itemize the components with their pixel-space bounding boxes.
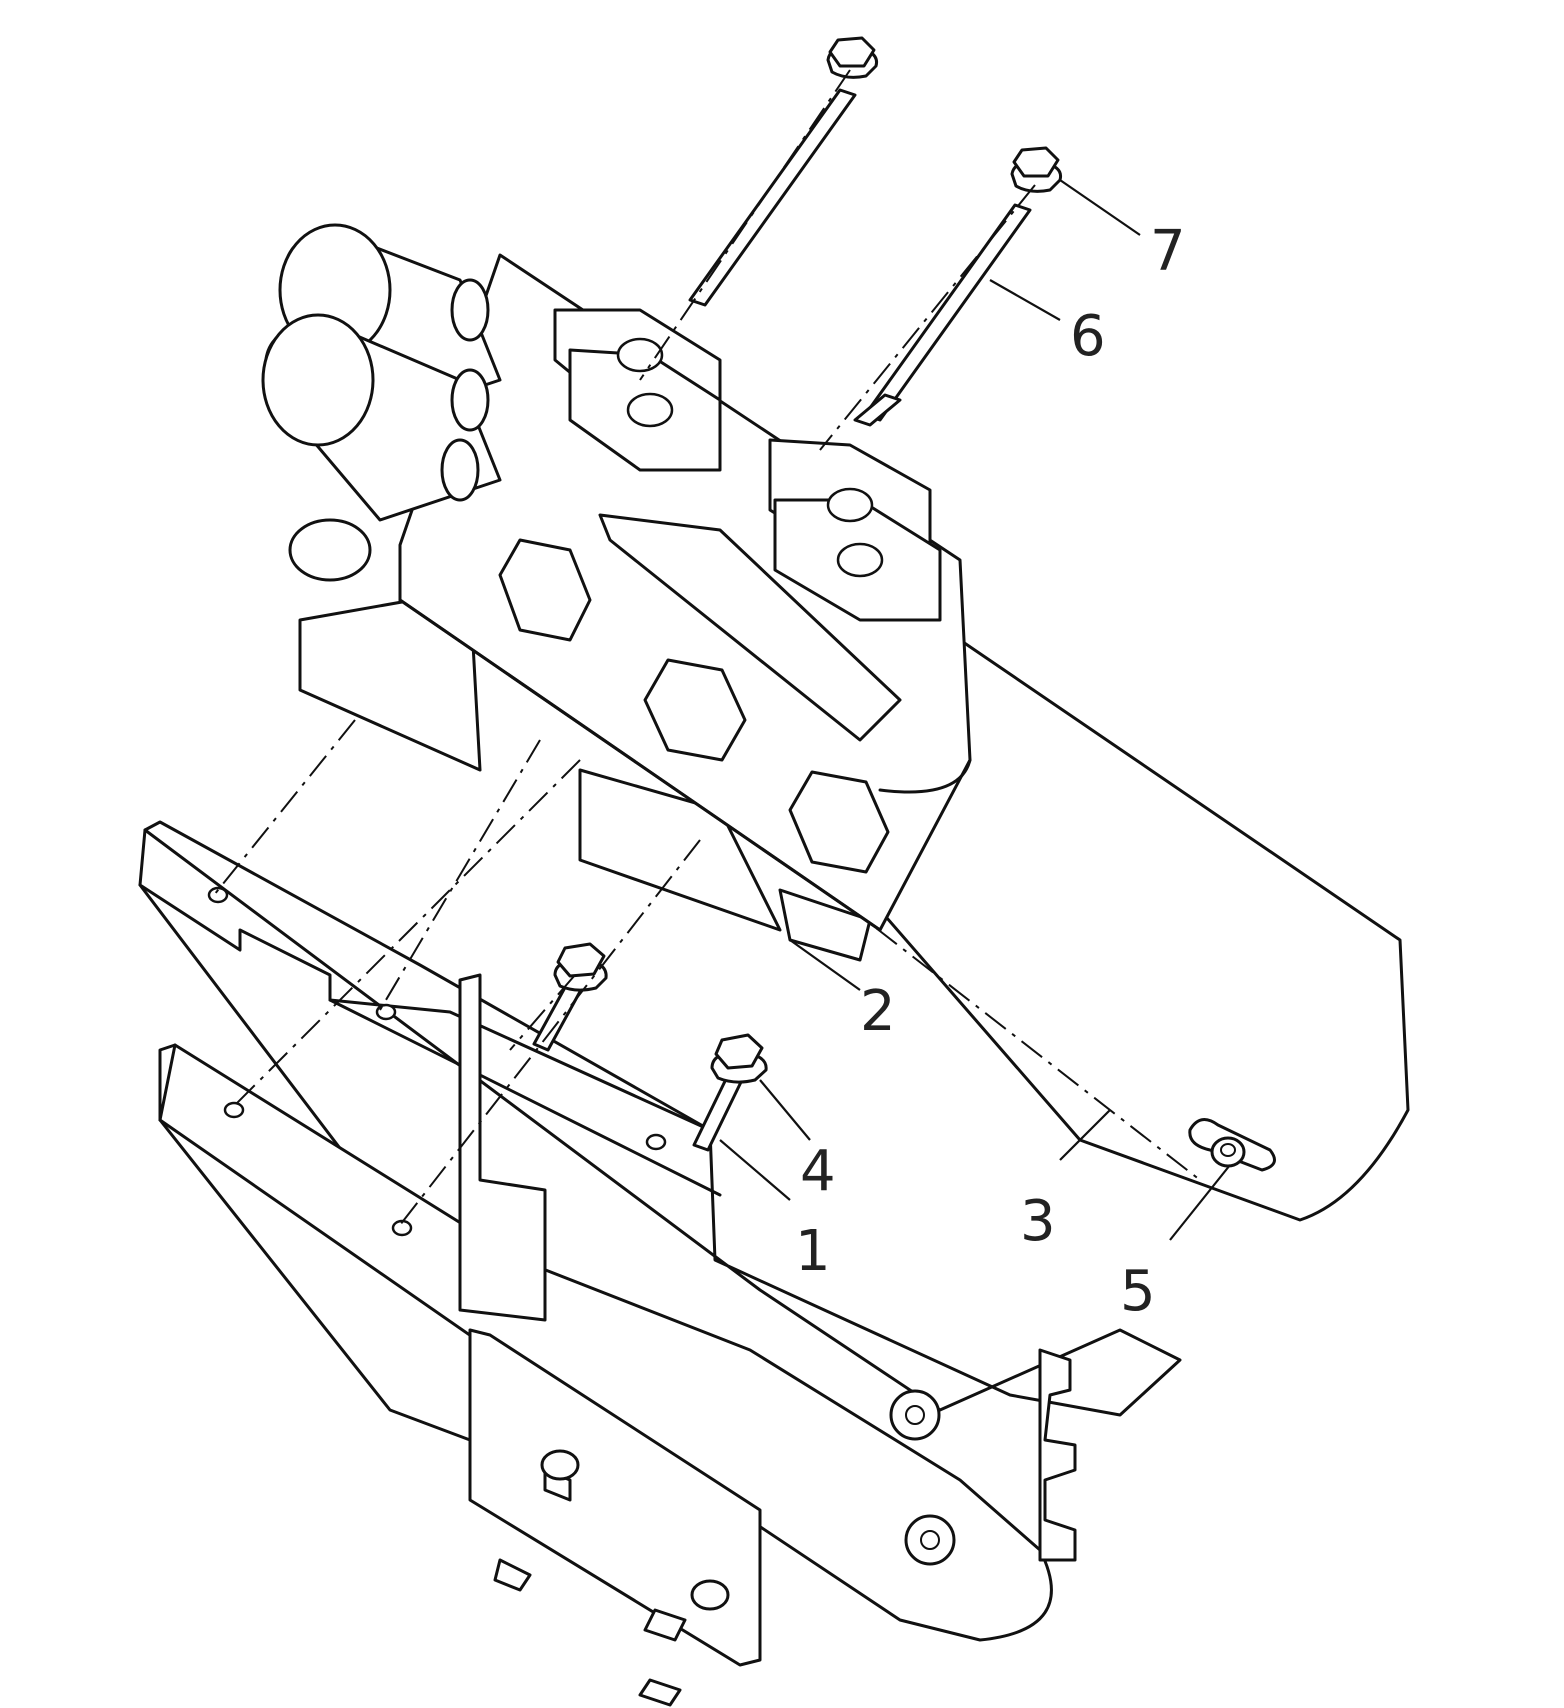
callout-4: 4 bbox=[800, 1139, 836, 1204]
part-3-mounting-plate bbox=[839, 638, 1410, 1222]
part-5-wing-nut bbox=[1188, 1118, 1276, 1172]
part-2-valve-body bbox=[261, 223, 972, 962]
part-4-bolt bbox=[692, 1033, 768, 1152]
callout-6: 6 bbox=[1070, 304, 1106, 369]
part-6-long-bolt bbox=[853, 203, 1032, 427]
part-long-bolt-left bbox=[688, 36, 879, 307]
callout-labels: 1 2 3 4 5 6 7 bbox=[795, 219, 1186, 1324]
callout-1: 1 bbox=[795, 1219, 831, 1284]
leader-lines bbox=[719, 179, 1231, 1241]
assembly-centerlines bbox=[209, 69, 1036, 1226]
part-bolt-upper-bracket bbox=[532, 942, 608, 1052]
callout-2: 2 bbox=[860, 979, 896, 1044]
callout-3: 3 bbox=[1020, 1189, 1056, 1254]
part-7-flange-nut bbox=[1010, 146, 1063, 193]
callout-5: 5 bbox=[1120, 1259, 1156, 1324]
callout-7: 7 bbox=[1150, 219, 1186, 284]
